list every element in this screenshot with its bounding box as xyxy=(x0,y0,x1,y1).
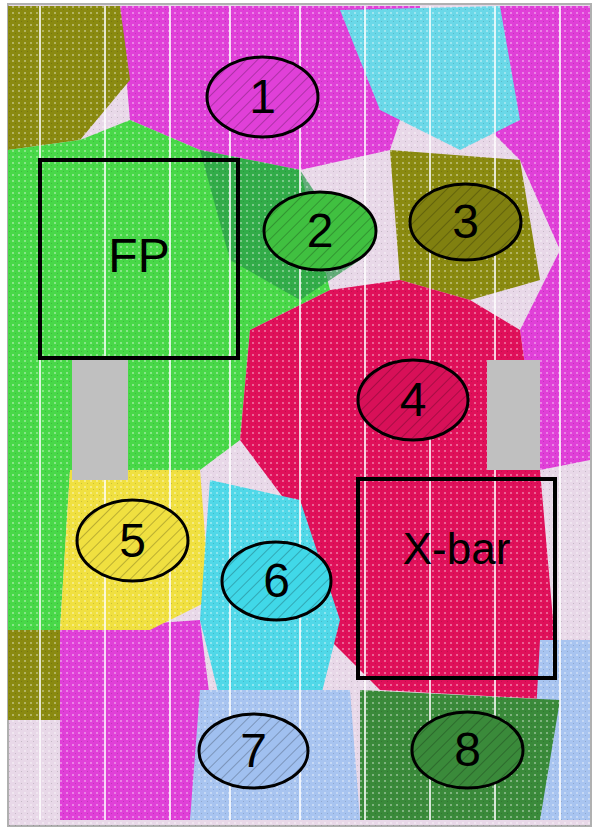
callout-number: 8 xyxy=(454,726,481,774)
callout-number: 7 xyxy=(240,727,267,775)
callout-number: 6 xyxy=(263,557,290,605)
callout-circle: 7 xyxy=(197,712,310,790)
callout-number: 4 xyxy=(400,376,427,424)
block-label: FP xyxy=(108,232,169,280)
callout-circle: 8 xyxy=(410,710,525,790)
block-box: FP xyxy=(38,158,240,360)
callout-circle: 3 xyxy=(408,182,523,262)
callout-circle: 6 xyxy=(220,540,333,622)
callout-circle: 2 xyxy=(262,190,378,272)
callout-number: 2 xyxy=(307,207,334,255)
block-box: X-bar xyxy=(356,477,557,680)
callout-circle: 4 xyxy=(356,358,470,442)
callout-number: 1 xyxy=(249,73,276,121)
callout-circle: 5 xyxy=(75,498,190,583)
callout-circle: 1 xyxy=(205,55,320,139)
block-label: X-bar xyxy=(403,527,511,571)
callout-number: 5 xyxy=(119,517,146,565)
callout-number: 3 xyxy=(452,198,479,246)
